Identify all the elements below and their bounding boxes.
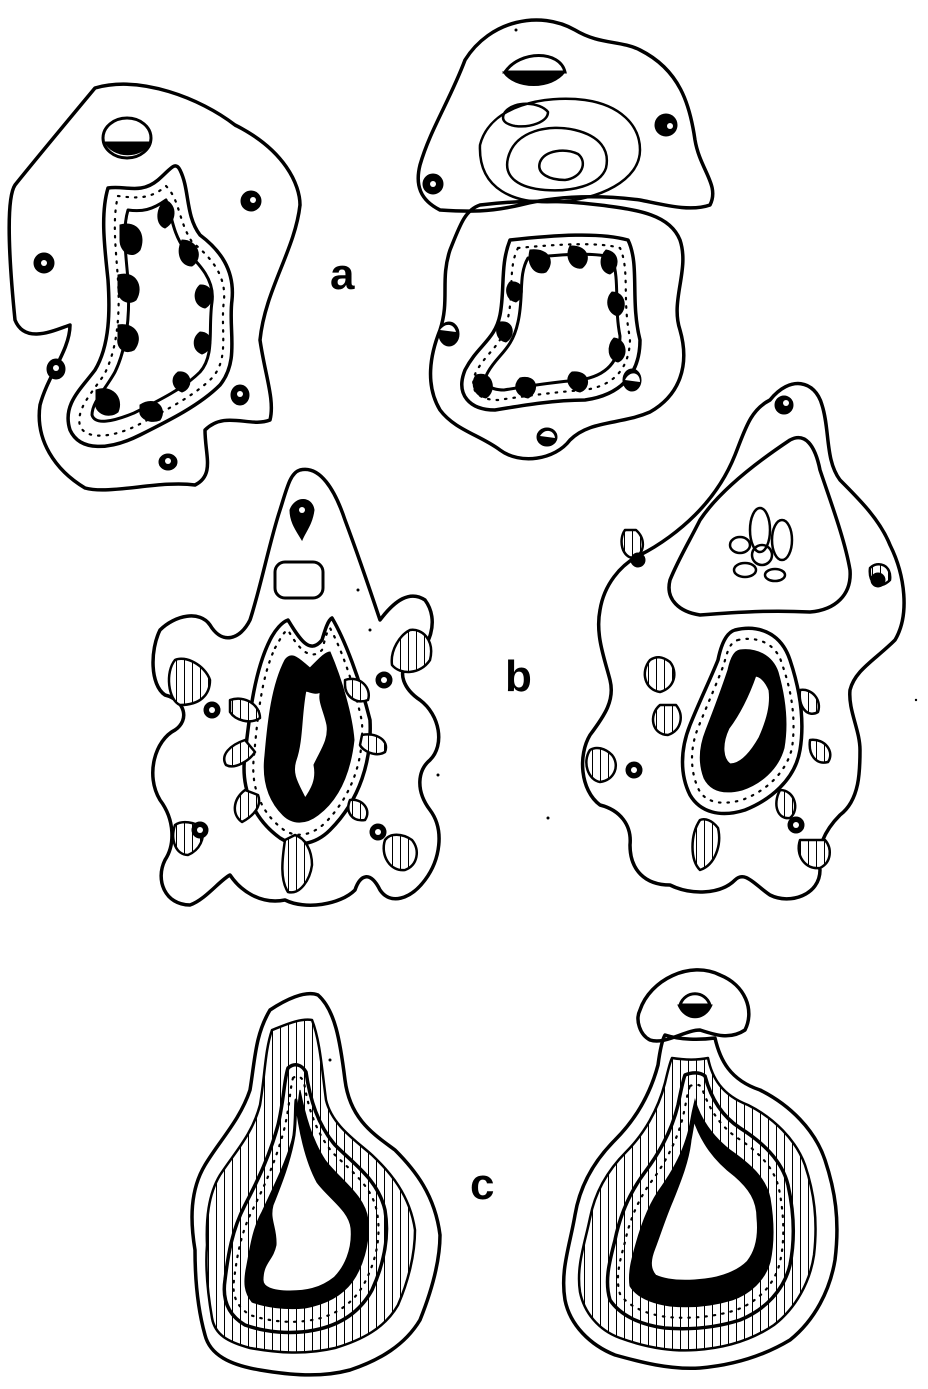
vessel bbox=[655, 114, 677, 136]
print-specks bbox=[357, 29, 918, 820]
section-a-right bbox=[418, 20, 713, 459]
mucosal-fold bbox=[609, 338, 625, 362]
lymph-node bbox=[275, 562, 323, 598]
vessel bbox=[290, 500, 314, 541]
fold-small bbox=[503, 104, 548, 127]
vessel bbox=[241, 191, 261, 211]
vessel bbox=[103, 118, 151, 158]
vessel bbox=[192, 822, 208, 838]
vessel bbox=[788, 817, 804, 833]
muscle-bundle bbox=[230, 699, 260, 722]
muscle-bundle bbox=[348, 800, 367, 820]
mucosal-fold bbox=[140, 401, 163, 421]
vessel bbox=[376, 672, 392, 688]
muscle-bundle bbox=[645, 657, 675, 692]
vessel bbox=[623, 369, 641, 391]
section-a-left bbox=[9, 84, 300, 490]
mucosal-fold bbox=[516, 377, 536, 398]
inner-contour-upper bbox=[669, 438, 850, 615]
vessel bbox=[503, 56, 565, 86]
mucosal-fold bbox=[601, 250, 617, 274]
vessel bbox=[204, 702, 220, 718]
muscle-bundle bbox=[653, 705, 681, 735]
mucosal-fold bbox=[568, 372, 588, 392]
section-b-right bbox=[583, 384, 904, 899]
mucosal-fold bbox=[473, 374, 492, 398]
panel-label-c: c bbox=[470, 1163, 494, 1207]
vessel bbox=[631, 553, 645, 567]
muscle-bundle bbox=[693, 819, 720, 870]
mucosal-fold bbox=[195, 285, 212, 308]
vessel bbox=[626, 762, 642, 778]
vessel bbox=[34, 253, 54, 273]
vessel bbox=[439, 322, 459, 346]
muscle-ring bbox=[507, 128, 607, 190]
section-c-right bbox=[564, 970, 837, 1368]
muscle-bundle bbox=[776, 790, 795, 818]
vessel bbox=[159, 454, 177, 470]
vessel bbox=[775, 396, 793, 414]
vessel bbox=[423, 174, 443, 194]
muscle-bundle bbox=[360, 734, 386, 754]
mucosal-fold bbox=[507, 282, 523, 302]
muscle-bundle bbox=[586, 748, 615, 782]
lumen-small bbox=[539, 151, 583, 180]
muscle-bundle bbox=[169, 659, 210, 705]
ganglion-cells bbox=[730, 508, 792, 581]
section-b-left bbox=[153, 469, 439, 905]
outer-contour bbox=[583, 384, 904, 899]
section-c-left bbox=[192, 994, 440, 1375]
muscle-bundle bbox=[282, 835, 312, 892]
panel-label-b: b bbox=[505, 655, 532, 699]
mucosal-fold bbox=[497, 322, 513, 342]
muscle-bundle bbox=[799, 840, 830, 868]
muscle-bundle bbox=[235, 790, 259, 822]
muscle-bundle bbox=[384, 835, 417, 870]
vessel bbox=[231, 385, 249, 405]
vessel bbox=[47, 359, 65, 379]
muscle-bundle bbox=[224, 740, 255, 766]
vessel bbox=[871, 573, 885, 587]
panel-label-a: a bbox=[330, 253, 354, 297]
vessel bbox=[678, 994, 712, 1018]
muscle-bundle bbox=[345, 679, 369, 701]
vessel bbox=[329, 1059, 332, 1062]
muscle-bundle bbox=[810, 740, 831, 763]
vessel bbox=[370, 824, 386, 840]
vessel bbox=[537, 428, 557, 446]
muscle-bundle bbox=[392, 630, 431, 672]
